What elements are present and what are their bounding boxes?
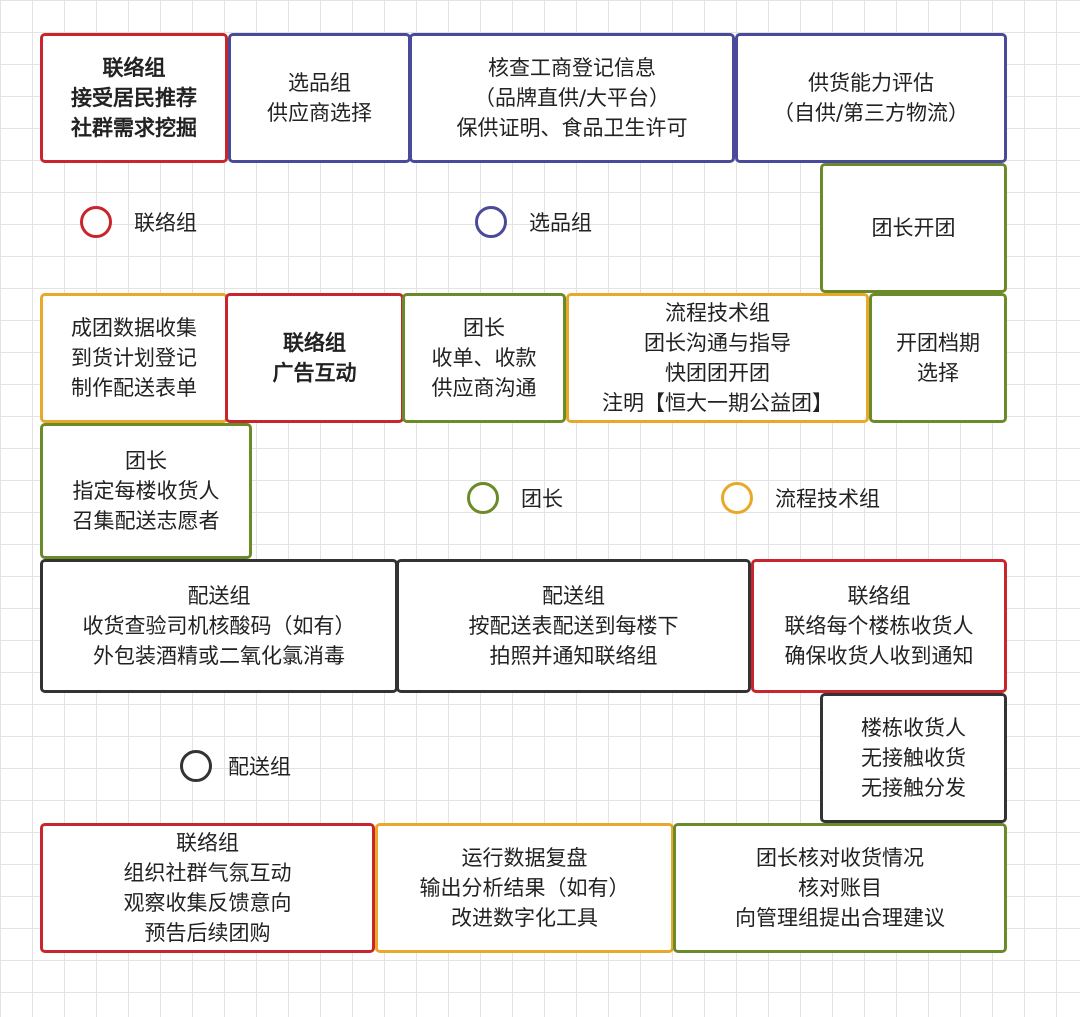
step-supply-evaluation: 供货能力评估 （自供/第三方物流） (735, 33, 1007, 163)
step-data-collection: 成团数据收集 到货计划登记 制作配送表单 (40, 293, 228, 423)
legend-leader: 团长 (467, 478, 563, 518)
legend-label: 联络组 (134, 211, 197, 235)
step-text: 联络组 联络每个楼栋收货人 确保收货人收到通知 (784, 584, 974, 668)
legend-liaison-circle-icon (80, 206, 112, 238)
step-leader-open-group: 团长开团 (820, 163, 1007, 293)
step-leader-orders: 团长 收单、收款 供应商沟通 (402, 293, 566, 423)
legend-process-circle-icon (721, 482, 753, 514)
step-text: 团长开团 (871, 216, 956, 240)
step-text: 团长 收单、收款 供应商沟通 (431, 316, 537, 400)
step-liaison-recommend: 联络组 接受居民推荐 社群需求挖掘 (40, 33, 228, 163)
legend-selection-circle-icon (475, 206, 507, 238)
step-text: 联络组 组织社群气氛互动 观察收集反馈意向 预告后续团购 (123, 831, 292, 945)
step-business-verification: 核查工商登记信息 （品牌直供/大平台） 保供证明、食品卫生许可 (409, 33, 735, 163)
step-text: 团长 指定每楼收货人 召集配送志愿者 (72, 449, 220, 533)
step-text: 核查工商登记信息 （品牌直供/大平台） 保供证明、食品卫生许可 (456, 56, 688, 140)
step-liaison-community: 联络组 组织社群气氛互动 观察收集反馈意向 预告后续团购 (40, 823, 375, 953)
step-leader-reconcile: 团长核对收货情况 核对账目 向管理组提出合理建议 (673, 823, 1007, 953)
step-text: 团长核对收货情况 核对账目 向管理组提出合理建议 (735, 846, 945, 930)
legend-delivery: 配送组 (180, 746, 291, 786)
step-schedule-selection: 开团档期 选择 (869, 293, 1007, 423)
step-liaison-notify: 联络组 联络每个楼栋收货人 确保收货人收到通知 (751, 559, 1007, 693)
legend-label: 团长 (521, 487, 563, 511)
step-text: 开团档期 选择 (896, 331, 980, 385)
legend-label: 选品组 (529, 211, 592, 235)
legend-selection: 选品组 (475, 202, 592, 242)
step-text: 联络组 广告互动 (272, 331, 357, 385)
step-text: 成团数据收集 到货计划登记 制作配送表单 (71, 316, 197, 400)
legend-delivery-circle-icon (180, 750, 212, 782)
step-liaison-ads: 联络组 广告互动 (225, 293, 404, 423)
step-data-review: 运行数据复盘 输出分析结果（如有） 改进数字化工具 (375, 823, 674, 953)
step-text: 楼栋收货人 无接触收货 无接触分发 (861, 716, 966, 800)
step-text: 联络组 接受居民推荐 社群需求挖掘 (71, 56, 197, 140)
legend-liaison: 联络组 (80, 202, 197, 242)
step-text: 流程技术组 团长沟通与指导 快团团开团 注明【恒大一期公益团】 (602, 301, 833, 415)
step-supplier-selection: 选品组 供应商选择 (228, 33, 411, 163)
step-process-guidance: 流程技术组 团长沟通与指导 快团团开团 注明【恒大一期公益团】 (566, 293, 869, 423)
step-text: 供货能力评估 （自供/第三方物流） (772, 71, 970, 125)
legend-process: 流程技术组 (721, 478, 880, 518)
step-text: 配送组 收货查验司机核酸码（如有） 外包装酒精或二氧化氯消毒 (82, 584, 356, 668)
step-text: 配送组 按配送表配送到每楼下 拍照并通知联络组 (468, 584, 679, 668)
step-text: 选品组 供应商选择 (267, 71, 372, 125)
step-text: 运行数据复盘 输出分析结果（如有） 改进数字化工具 (419, 846, 630, 930)
step-leader-assign-receivers: 团长 指定每楼收货人 召集配送志愿者 (40, 423, 252, 559)
step-building-receiver: 楼栋收货人 无接触收货 无接触分发 (820, 693, 1007, 823)
step-delivery-inspection: 配送组 收货查验司机核酸码（如有） 外包装酒精或二氧化氯消毒 (40, 559, 398, 693)
legend-leader-circle-icon (467, 482, 499, 514)
legend-label: 配送组 (228, 755, 291, 779)
step-delivery-to-building: 配送组 按配送表配送到每楼下 拍照并通知联络组 (396, 559, 751, 693)
legend-label: 流程技术组 (775, 487, 880, 511)
